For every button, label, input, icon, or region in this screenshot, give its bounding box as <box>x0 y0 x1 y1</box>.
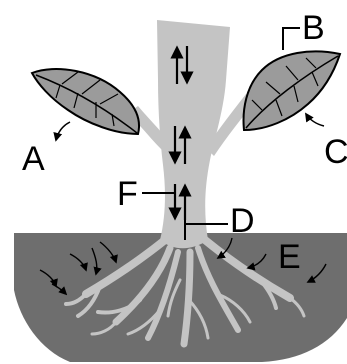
arrow-c <box>306 114 324 126</box>
leaf-left <box>32 69 139 134</box>
label-f: F <box>117 175 138 213</box>
label-b: B <box>302 9 325 47</box>
arrow-a <box>56 122 70 140</box>
leader-b <box>283 28 300 50</box>
leaf-right <box>244 51 340 130</box>
label-a: A <box>22 140 45 178</box>
label-d: D <box>230 202 255 240</box>
label-c: C <box>324 133 347 171</box>
label-e: E <box>278 238 301 276</box>
